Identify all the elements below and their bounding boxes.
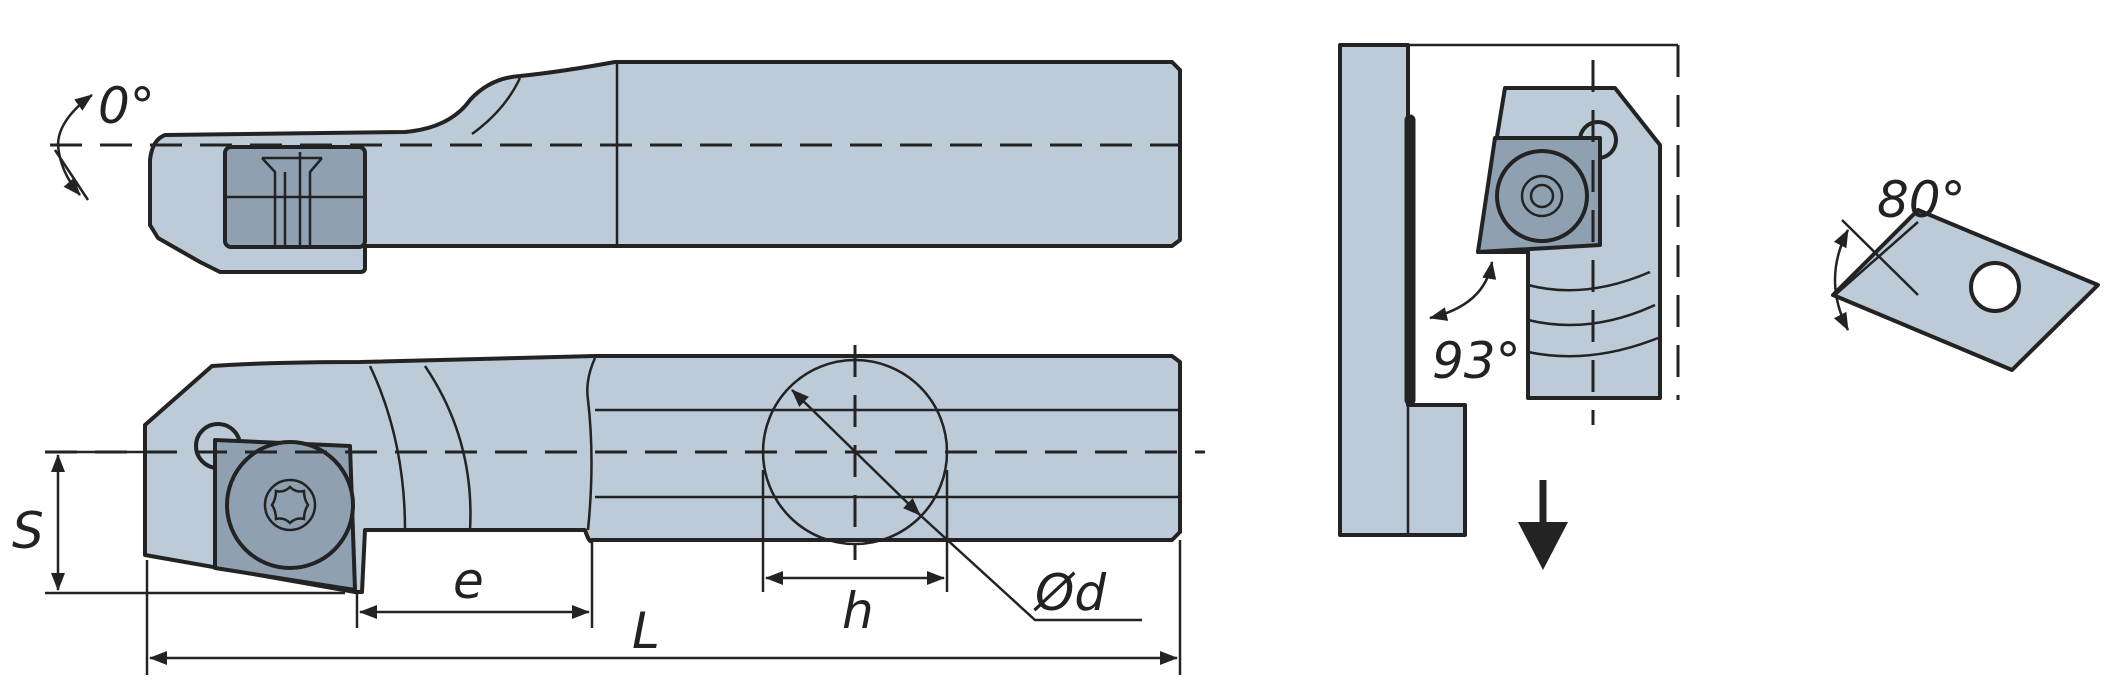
front-view-body: [143, 354, 1182, 594]
angle-0-ref: [53, 149, 90, 201]
dim-s-label: S: [12, 502, 44, 560]
angle-0-label: 0°: [98, 77, 155, 135]
front-view-contour-1: [368, 365, 407, 531]
side-view-screw-inner: [1520, 174, 1564, 218]
dim-d-leader: [919, 514, 1142, 622]
dim-h-label: h: [842, 582, 874, 640]
top-view: 0°: [50, 60, 1200, 274]
side-view-screw-torx: [1529, 183, 1555, 209]
dim-d-line: [791, 389, 921, 516]
insert-ref-line-1: [1834, 221, 1919, 296]
top-view-neck-line: [471, 77, 522, 136]
insert-hole: [1969, 261, 2021, 313]
angle-0-arc: [56, 93, 93, 196]
screw-torx: [270, 485, 310, 525]
insert-ref-line-2: [1841, 219, 1919, 296]
dim-l-label: L: [632, 602, 660, 660]
feed-arrow-icon: [1518, 480, 1568, 570]
front-view: [45, 345, 1205, 594]
dim-e-label: e: [453, 552, 484, 610]
screw-icon: [225, 440, 355, 570]
insert-rhombus: [1831, 208, 2100, 372]
side-view-bore: [1338, 43, 1467, 537]
side-view-screw: [1495, 149, 1589, 243]
angle-80-label: 80°: [1877, 171, 1966, 229]
front-view-contour-2: [423, 365, 472, 531]
insert-shape: 80°: [1831, 171, 2100, 372]
front-view-contour-3: [586, 357, 597, 531]
side-view: 93°: [1338, 43, 1680, 570]
angle-93-label: 93°: [1432, 332, 1521, 390]
screw-torx-outer: [263, 478, 317, 532]
angle-80-arc: [1833, 229, 1850, 331]
dim-d-label: Ød: [1033, 564, 1106, 622]
side-view-contour-3: [1527, 336, 1659, 358]
side-view-contour-1: [1527, 270, 1651, 292]
top-view-body: [148, 60, 1182, 274]
top-view-screw-lines: [261, 152, 323, 245]
dimensions: S e h L Ød: [12, 389, 1182, 675]
angle-93-arc: [1429, 261, 1497, 321]
side-view-contour-2: [1527, 303, 1656, 327]
